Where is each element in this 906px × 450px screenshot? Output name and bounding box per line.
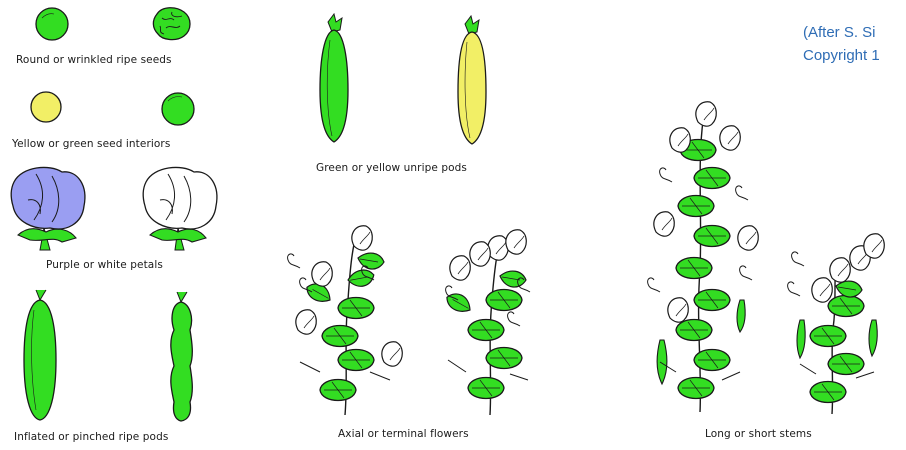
short-stem-plant-icon — [788, 234, 885, 414]
credit-line-2: Copyright 1 — [803, 47, 880, 64]
round-seed-icon — [36, 8, 68, 40]
caption-pod-color: Green or yellow unripe pods — [316, 162, 467, 174]
caption-pod-shape: Inflated or pinched ripe pods — [14, 431, 168, 443]
caption-stem-length: Long or short stems — [705, 428, 812, 440]
axial-flower-plant-icon — [288, 226, 403, 415]
credit-line-1: (After S. Si — [803, 24, 876, 41]
yellow-seed-icon — [31, 92, 61, 122]
long-stem-plant-icon — [648, 102, 759, 412]
inflated-pod-icon — [24, 290, 56, 420]
green-pod-icon — [320, 14, 348, 142]
caption-seed-shape: Round or wrinkled ripe seeds — [16, 54, 172, 66]
terminal-flower-plant-icon — [444, 230, 530, 415]
wrinkled-seed-icon — [153, 8, 190, 40]
caption-seed-color: Yellow or green seed interiors — [12, 138, 170, 150]
caption-flower-color: Purple or white petals — [46, 259, 163, 271]
purple-flower-icon — [11, 167, 85, 250]
green-seed-icon — [162, 93, 194, 125]
yellow-pod-icon — [458, 16, 486, 144]
pinched-pod-icon — [171, 292, 192, 421]
white-flower-icon — [143, 167, 217, 250]
caption-flower-position: Axial or terminal flowers — [338, 428, 469, 440]
